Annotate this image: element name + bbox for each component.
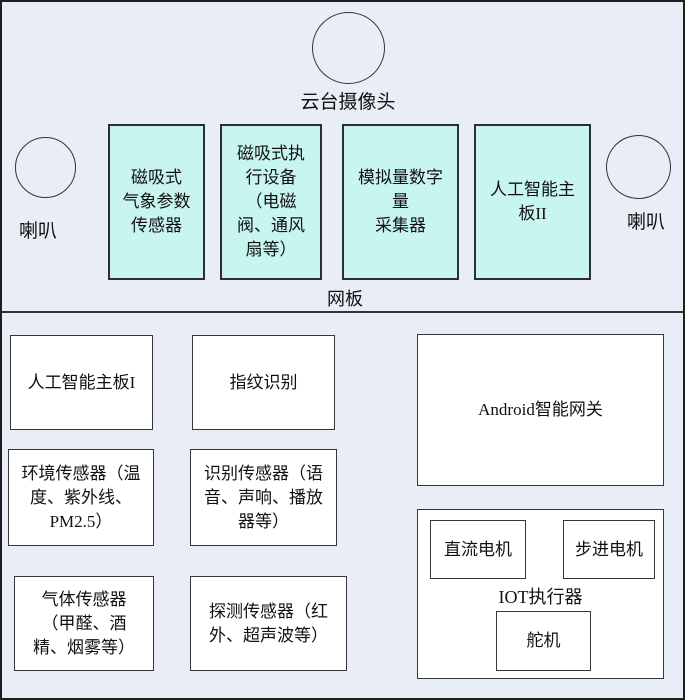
- box-fingerprint-recognition: 指纹识别: [192, 335, 335, 430]
- ptz-camera-circle: [312, 12, 385, 84]
- speaker-left-circle: [15, 137, 76, 198]
- panel-divider: [2, 311, 683, 313]
- box-android-gateway: Android智能网关: [417, 334, 664, 486]
- module-analog-digital-collector: 模拟量数字 量 采集器: [342, 124, 459, 280]
- module-weather-sensor: 磁吸式 气象参数 传感器: [108, 124, 205, 280]
- netboard-label: 网板: [327, 289, 363, 309]
- box-gas-sensor: 气体传感器 （甲醛、酒 精、烟雾等）: [14, 576, 154, 671]
- box-dc-motor: 直流电机: [430, 520, 526, 579]
- module-actuator-device: 磁吸式执 行设备 （电磁 阀、通风 扇等）: [220, 124, 322, 280]
- box-ai-board-1: 人工智能主板I: [10, 335, 153, 430]
- speaker-right-label: 喇叭: [626, 212, 665, 233]
- speaker-right-circle: [606, 135, 671, 199]
- speaker-left-label: 喇叭: [18, 221, 57, 242]
- iot-actuator-label: IOT执行器: [498, 587, 583, 607]
- box-recognition-sensor: 识别传感器（语 音、声响、播放 器等）: [190, 449, 337, 546]
- box-detection-sensor: 探测传感器（红 外、超声波等）: [190, 576, 347, 671]
- box-stepper-motor: 步进电机: [563, 520, 655, 579]
- box-environment-sensor: 环境传感器（温 度、紫外线、 PM2.5）: [8, 449, 154, 546]
- box-servo: 舵机: [496, 611, 591, 671]
- box-iot-actuator-group: 直流电机 步进电机 IOT执行器 舵机: [417, 509, 664, 679]
- module-ai-board-2: 人工智能主 板II: [474, 124, 591, 280]
- ptz-camera-label: 云台摄像头: [300, 92, 396, 113]
